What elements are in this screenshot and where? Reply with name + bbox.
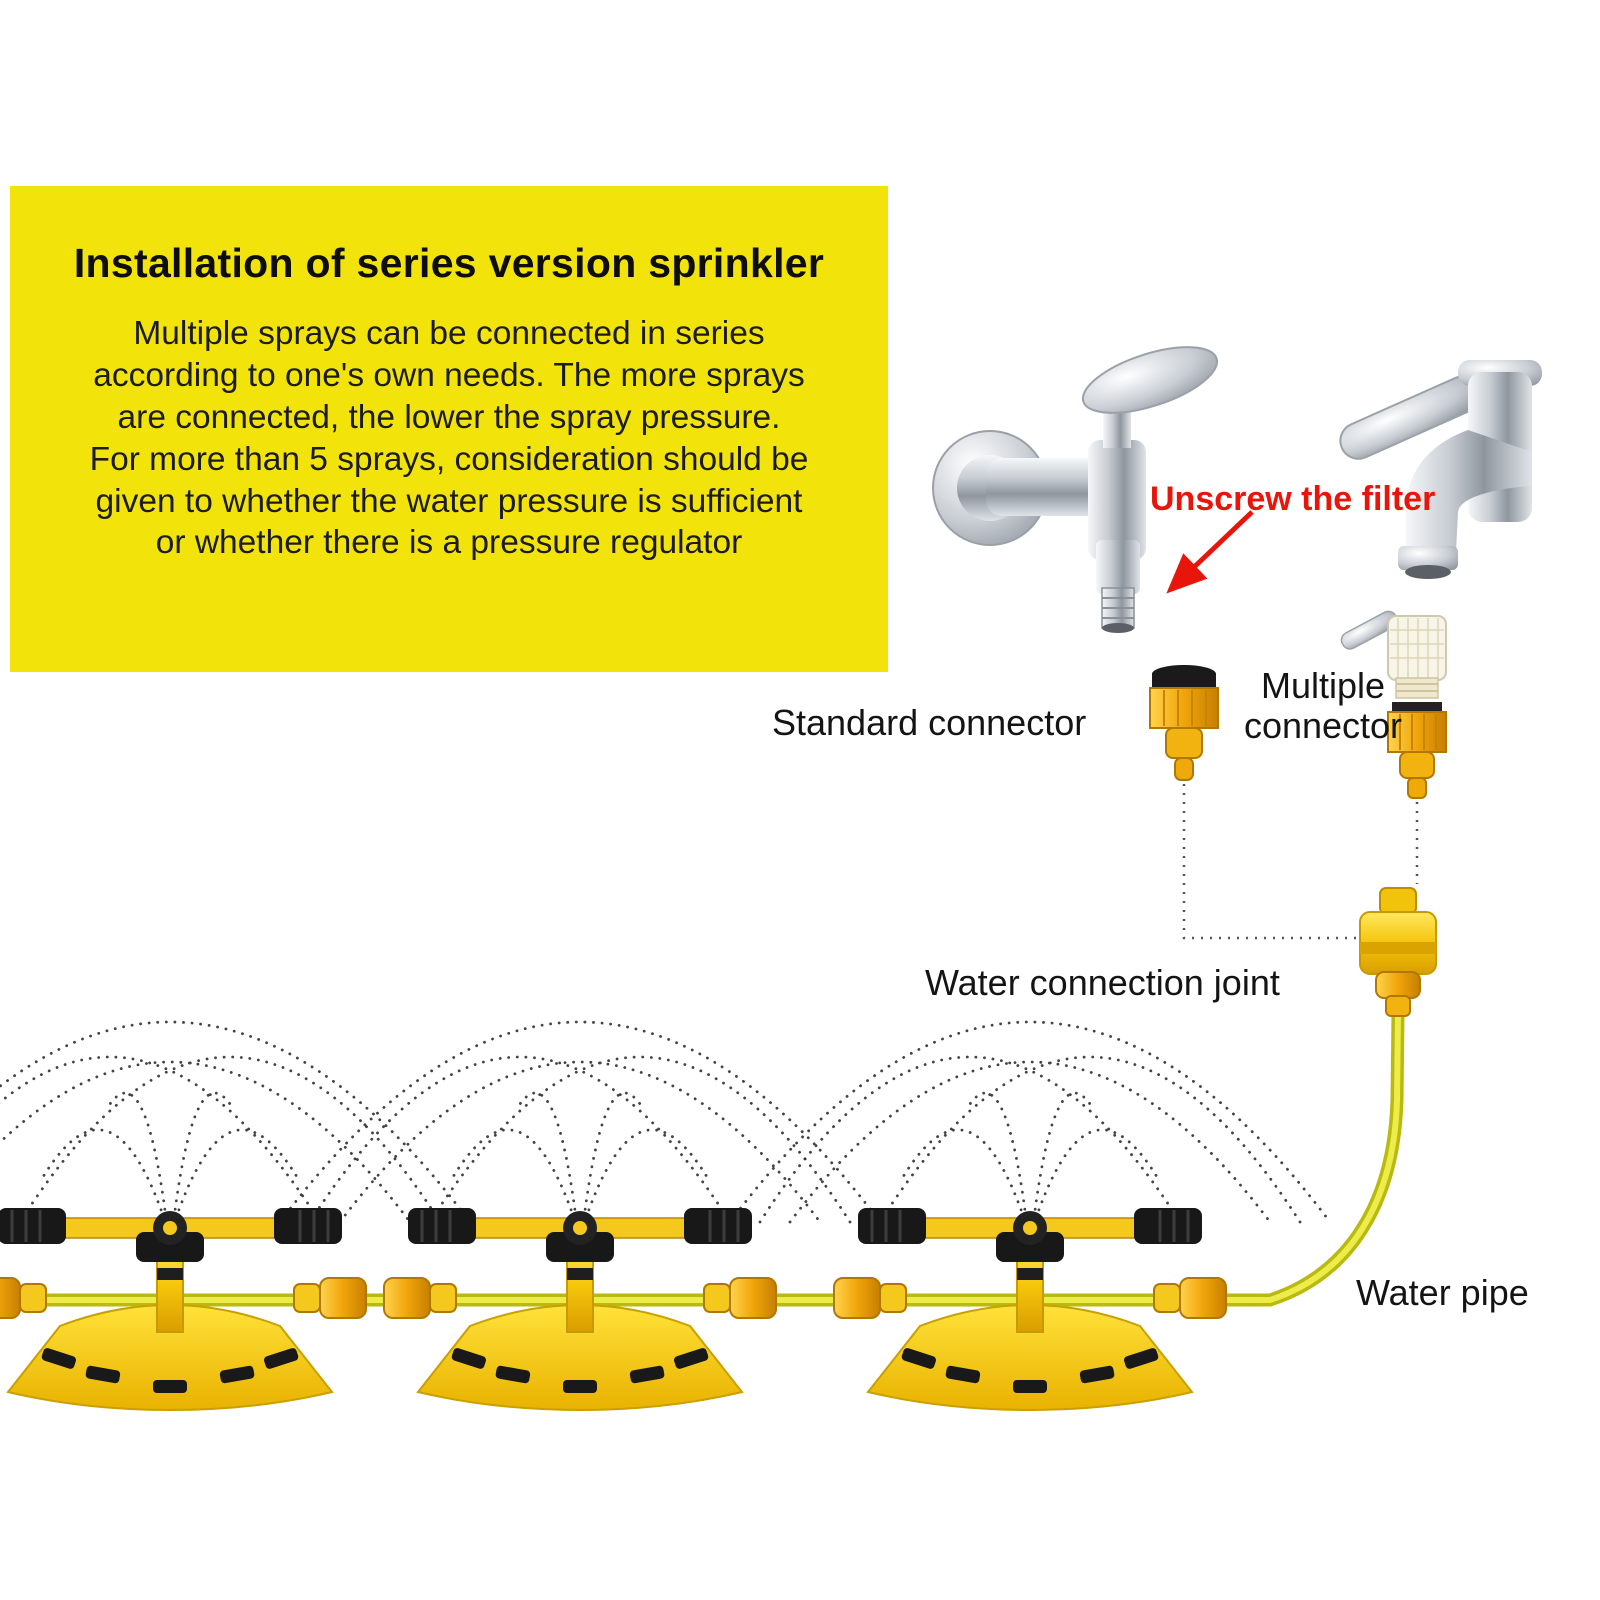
info-panel: Installation of series version sprinkler… (10, 186, 888, 672)
panel-body-line: Multiple sprays can be connected in seri… (133, 315, 765, 352)
label-multiple-connector: Multiple connector (1228, 666, 1418, 745)
filter-mesh-icon (1340, 610, 1447, 699)
spray-arcs (728, 1020, 1332, 1224)
panel-body-line: For more than 5 sprays, consideration sh… (89, 440, 809, 478)
panel-title: Installation of series version sprinkler (73, 240, 825, 286)
spray-arcs (0, 1020, 472, 1224)
unscrew-arrow-icon (1166, 510, 1254, 594)
guide-dotted-line (1182, 784, 1356, 940)
label-standard-connector: Standard connector (772, 702, 1087, 743)
water-connection-joint-icon (1359, 887, 1437, 1017)
panel-body: Multiple sprays can be connected in seri… (40, 313, 858, 564)
faucet-right-icon (1339, 360, 1542, 579)
faucet-left-icon (932, 346, 1219, 633)
multiple-connector-icon (1387, 702, 1447, 799)
label-water-pipe: Water pipe (1356, 1272, 1529, 1313)
panel-body-line: given to whether the water pressure is s… (95, 482, 803, 520)
panel-body-line: are connected, the lower the spray press… (117, 398, 781, 436)
sprinkler-icon (832, 1206, 1228, 1412)
panel-body-line: or whether there is a pressure regulator (155, 524, 743, 562)
standard-connector-icon (1149, 665, 1219, 781)
sprinkler-icon (0, 1206, 368, 1412)
spray-arcs (278, 1020, 882, 1224)
label-water-connection-joint: Water connection joint (925, 962, 1280, 1003)
water-pipe-line (0, 1013, 1405, 1307)
label-multiple-connector-line: Multiple (1260, 665, 1386, 706)
label-multiple-connector-line: connector (1243, 704, 1403, 746)
sprinkler-icon (382, 1206, 778, 1412)
panel-body-line: according to one's own needs. The more s… (93, 356, 805, 394)
label-unscrew-filter: Unscrew the filter (1150, 480, 1436, 518)
